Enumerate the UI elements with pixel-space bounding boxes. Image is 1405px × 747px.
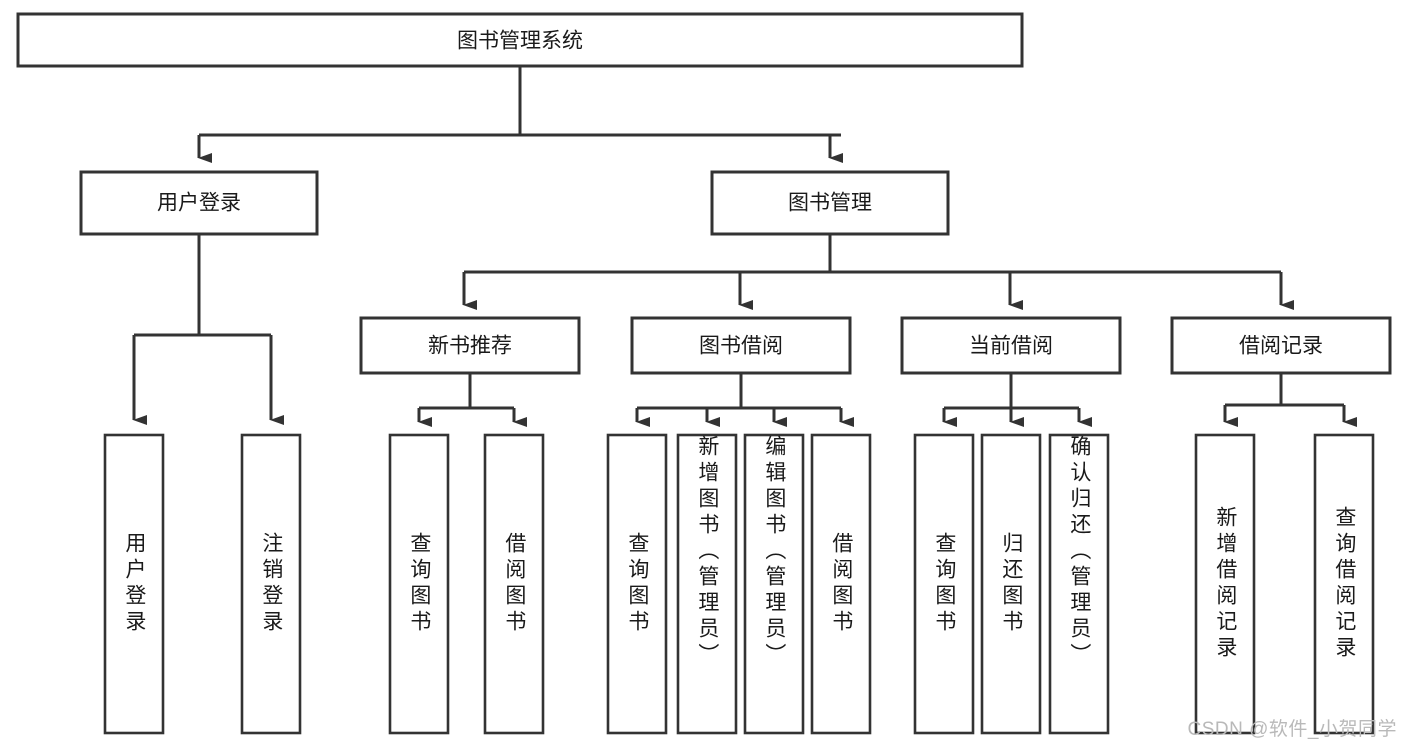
leaf-boxes — [103, 433, 1375, 735]
node-borrow-record-label: 借阅记录 — [1239, 335, 1323, 358]
node-book-borrow[interactable]: 图书借阅 — [630, 316, 852, 375]
connector-new-book-recommend-to-leaves — [417, 373, 527, 427]
leaf-box-add-book-admin[interactable] — [676, 433, 738, 735]
connector-book-manage-to-level2 — [462, 234, 1294, 310]
leaf-box-borrow-book-1[interactable] — [483, 433, 545, 735]
connector-book-borrow-to-leaves — [635, 373, 854, 427]
node-current-borrow-label: 当前借阅 — [969, 335, 1053, 358]
leaf-box-edit-book-admin[interactable] — [743, 433, 805, 735]
node-root[interactable]: 图书管理系统 — [16, 12, 1024, 68]
node-new-book-recommend-label: 新书推荐 — [428, 335, 512, 358]
leaf-box-confirm-return-admin[interactable] — [1048, 433, 1110, 735]
node-user-login[interactable]: 用户登录 — [79, 170, 319, 236]
node-root-label: 图书管理系统 — [457, 30, 583, 53]
node-current-borrow[interactable]: 当前借阅 — [900, 316, 1122, 375]
leaf-box-user-login[interactable] — [103, 433, 165, 735]
leaf-box-query-book-1[interactable] — [388, 433, 450, 735]
csdn-watermark: CSDN @软件_小贺同学 — [1187, 719, 1397, 740]
node-book-manage[interactable]: 图书管理 — [710, 170, 950, 236]
leaf-box-return-book[interactable] — [980, 433, 1042, 735]
leaf-box-borrow-book-2[interactable] — [810, 433, 872, 735]
connector-borrow-record-to-leaves — [1223, 373, 1357, 427]
node-new-book-recommend[interactable]: 新书推荐 — [359, 316, 581, 375]
leaf-box-user-logout[interactable] — [240, 433, 302, 735]
node-book-borrow-label: 图书借阅 — [699, 335, 783, 358]
connector-user-login-to-leaves — [132, 234, 284, 425]
node-user-login-label: 用户登录 — [157, 192, 241, 215]
node-book-manage-label: 图书管理 — [788, 192, 872, 215]
node-borrow-record[interactable]: 借阅记录 — [1170, 316, 1392, 375]
leaf-box-query-book-2[interactable] — [606, 433, 668, 735]
connector-root-to-level1 — [197, 66, 843, 163]
leaf-box-query-book-3[interactable] — [913, 433, 975, 735]
leaf-box-add-borrow-record[interactable] — [1194, 433, 1256, 735]
connector-current-borrow-to-leaves — [942, 373, 1092, 427]
leaf-box-query-borrow-record[interactable] — [1313, 433, 1375, 735]
